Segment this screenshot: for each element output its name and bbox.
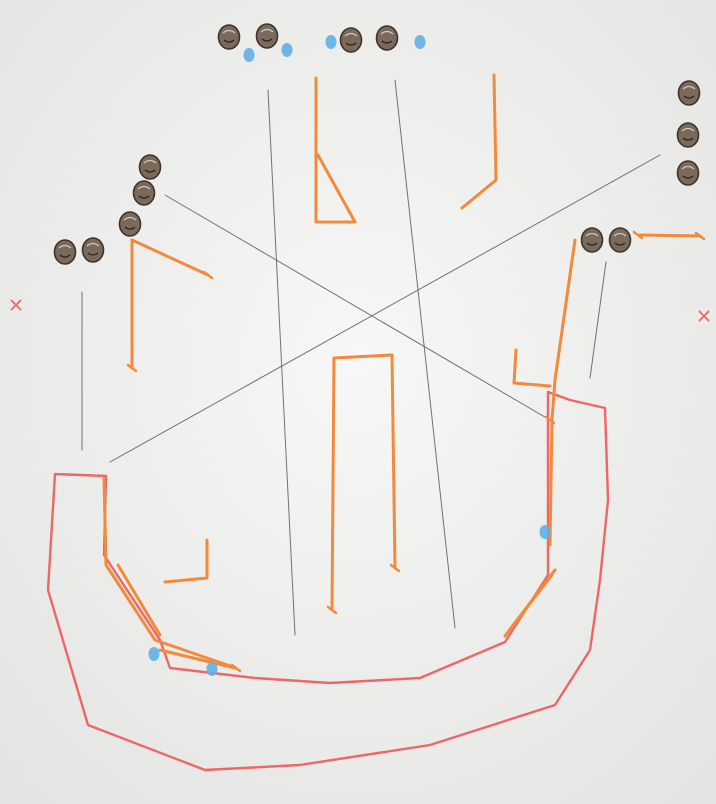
- blue-marker-icon: [149, 647, 160, 661]
- blue-marker-icon: [244, 48, 255, 62]
- blue-marker-icon: [207, 662, 218, 676]
- person-head-icon: [678, 161, 699, 185]
- blue-marker-icon: [415, 35, 426, 49]
- head-shape: [83, 238, 104, 262]
- head-shape: [678, 123, 699, 147]
- head-shape: [219, 25, 240, 49]
- person-head-icon: [257, 24, 278, 48]
- blue-marker-icon: [540, 525, 551, 539]
- orange-path: [640, 235, 700, 236]
- head-shape: [120, 212, 141, 236]
- head-shape: [582, 228, 603, 252]
- person-head-icon: [678, 123, 699, 147]
- head-shape: [610, 228, 631, 252]
- head-shape: [134, 181, 155, 205]
- blue-marker-icon: [282, 43, 293, 57]
- person-head-icon: [341, 28, 362, 52]
- person-head-icon: [55, 240, 76, 264]
- head-shape: [257, 24, 278, 48]
- person-head-icon: [219, 25, 240, 49]
- head-shape: [140, 155, 161, 179]
- head-shape: [678, 161, 699, 185]
- head-shape: [377, 26, 398, 50]
- person-head-icon: [679, 81, 700, 105]
- person-head-icon: [134, 181, 155, 205]
- person-head-icon: [140, 155, 161, 179]
- head-shape: [679, 81, 700, 105]
- head-shape: [55, 240, 76, 264]
- person-head-icon: [377, 26, 398, 50]
- person-head-icon: [582, 228, 603, 252]
- head-shape: [341, 28, 362, 52]
- person-head-icon: [83, 238, 104, 262]
- person-head-icon: [610, 228, 631, 252]
- person-head-icon: [120, 212, 141, 236]
- blue-marker-icon: [326, 35, 337, 49]
